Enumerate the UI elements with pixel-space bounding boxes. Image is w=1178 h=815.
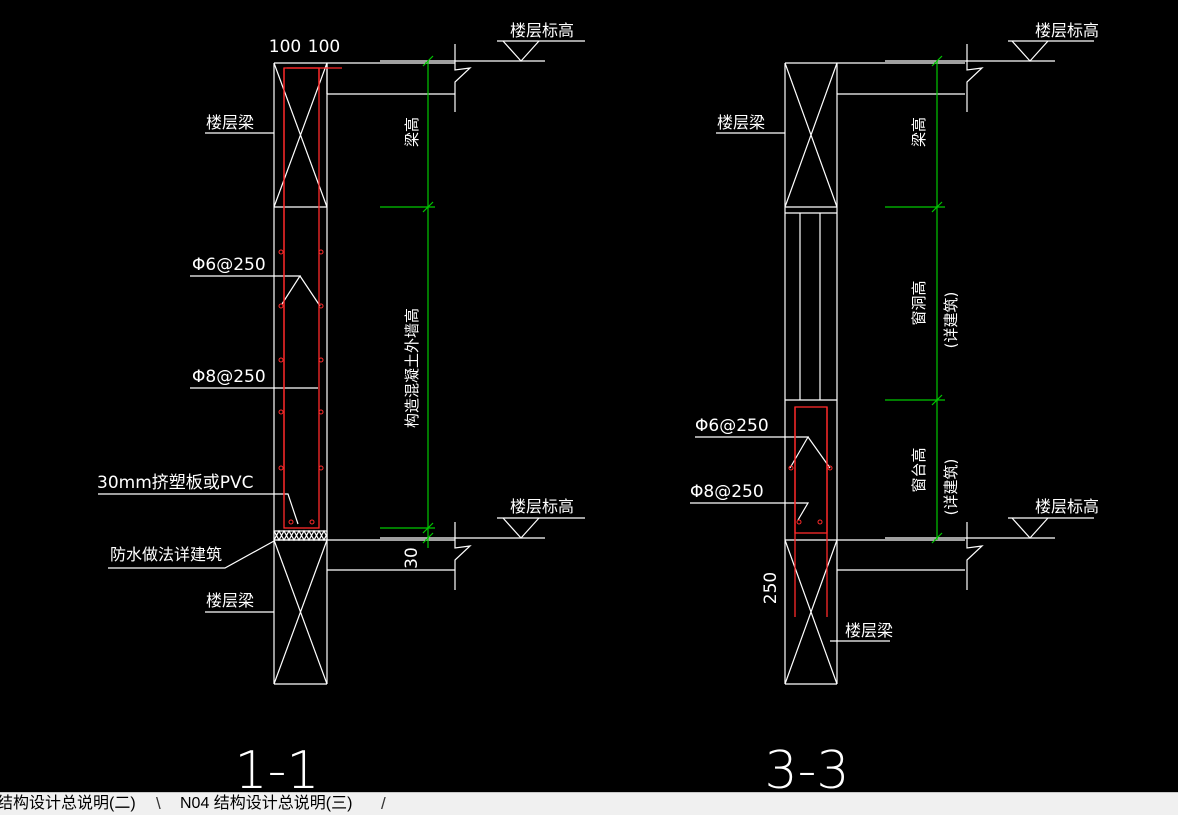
rebar-label: Φ8@250: [690, 482, 764, 502]
section-1-1-outline: [273, 62, 455, 685]
beam-label: 楼层梁: [717, 113, 765, 132]
waterproof-note: 防水做法详建筑: [110, 545, 222, 564]
section-3-3-outline: [784, 62, 965, 685]
rebar-label: Φ6@250: [695, 416, 769, 436]
sheet-tab-bar: 结构设计总说明(二) \ N04 结构设计总说明(三) /: [0, 792, 1178, 815]
elevation-label: 楼层标高: [510, 21, 574, 40]
section-title-1-1: 1-1: [235, 741, 320, 792]
section-1-1-dimension-line: [380, 55, 435, 548]
dim-wall-height: 构造混凝土外墙高: [403, 308, 421, 428]
dim-beam-height: 梁高: [403, 117, 421, 147]
dim-100-left: 100: [269, 37, 301, 57]
dim-beam-height: 梁高: [910, 117, 928, 147]
section-1-1-bottom-beam: [273, 539, 328, 685]
dim-sill-note: (详建筑): [942, 459, 960, 516]
dim-window-height: 窗洞高: [910, 280, 928, 325]
section-3-3-top-beam: [784, 62, 838, 208]
section-3-3-dimension-line: [885, 55, 945, 544]
section-3-3-rebar-cage: [794, 406, 828, 617]
sheet-tab-active[interactable]: N04 结构设计总说明(三): [180, 795, 353, 812]
section-3-3-break-lines: [966, 44, 984, 590]
board-note: 30mm挤塑板或PVC: [97, 473, 254, 493]
tab-separator: \: [156, 794, 161, 813]
dim-30: 30: [402, 547, 422, 569]
rebar-label: Φ6@250: [192, 255, 266, 275]
dim-window-note: (详建筑): [942, 292, 960, 349]
rebar-dots: [278, 249, 833, 525]
beam-label: 楼层梁: [845, 621, 893, 640]
dim-250: 250: [761, 572, 781, 604]
elevation-label: 楼层标高: [510, 497, 574, 516]
tab-separator: /: [381, 794, 386, 813]
elevation-label: 楼层标高: [1035, 21, 1099, 40]
rebar-label: Φ8@250: [192, 367, 266, 387]
beam-label: 楼层梁: [206, 113, 254, 132]
section-1-1-rebar-cage: [283, 67, 342, 529]
dim-100-right: 100: [308, 37, 340, 57]
section-title-3-3: 3-3: [765, 741, 850, 792]
section-1-1-waterproof-layer: [273, 529, 328, 542]
section-3-3-elevation-symbols: [885, 40, 1094, 539]
section-3-3-leaders: [690, 132, 890, 642]
sheet-tab[interactable]: 结构设计总说明(二): [0, 795, 136, 812]
section-1-1-top-beam: [273, 62, 328, 208]
beam-label: 楼层梁: [206, 591, 254, 610]
dim-sill-height: 窗台高: [910, 447, 928, 492]
section-3-3-window-opening: [785, 212, 837, 401]
section-1-1-leaders: [98, 132, 321, 613]
section-3-3-bottom-beam: [784, 539, 838, 685]
cad-drawing-canvas[interactable]: 100 100 楼层标高 楼层标高 楼层梁 楼层梁 Φ6@250 Φ8@250 …: [0, 0, 1178, 792]
section-1-1-elevation-symbols: [380, 40, 585, 539]
section-1-1-break-lines: [454, 44, 472, 590]
elevation-label: 楼层标高: [1035, 497, 1099, 516]
